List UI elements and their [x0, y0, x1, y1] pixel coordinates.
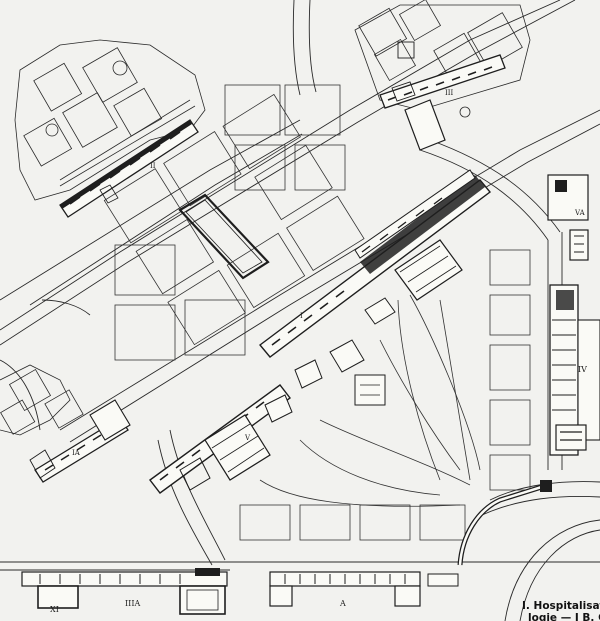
label-wing-iv: IV	[578, 365, 587, 374]
label-wing-ia: IA	[72, 449, 81, 457]
wing-i	[258, 169, 492, 406]
caption-line-2: logie — I B. Co	[528, 612, 600, 621]
label-wing-i: I	[300, 312, 303, 320]
wing-ia	[29, 399, 131, 483]
curved-wing	[457, 480, 552, 566]
wing-ii	[59, 119, 199, 218]
label-wing-ii: II	[150, 162, 156, 170]
label-building-iiia: IIIA	[125, 599, 140, 608]
wing-va	[547, 174, 589, 261]
label-wing-iii: III	[445, 89, 454, 97]
central-park	[239, 249, 531, 541]
wing-iii	[379, 41, 506, 151]
central-grid-lots	[103, 84, 365, 361]
caption-line-1: I. Hospitalisation	[522, 600, 600, 612]
label-building-a: A	[339, 599, 346, 608]
bottom-building-strip	[21, 568, 459, 615]
label-wing-va: VA	[574, 209, 586, 217]
central-block	[178, 193, 270, 280]
garden-pavilion-left	[0, 364, 84, 436]
wing-v	[149, 384, 293, 494]
wing-iv	[549, 284, 600, 456]
label-building-xi: XI	[50, 605, 59, 614]
label-wing-v: V	[244, 434, 251, 442]
